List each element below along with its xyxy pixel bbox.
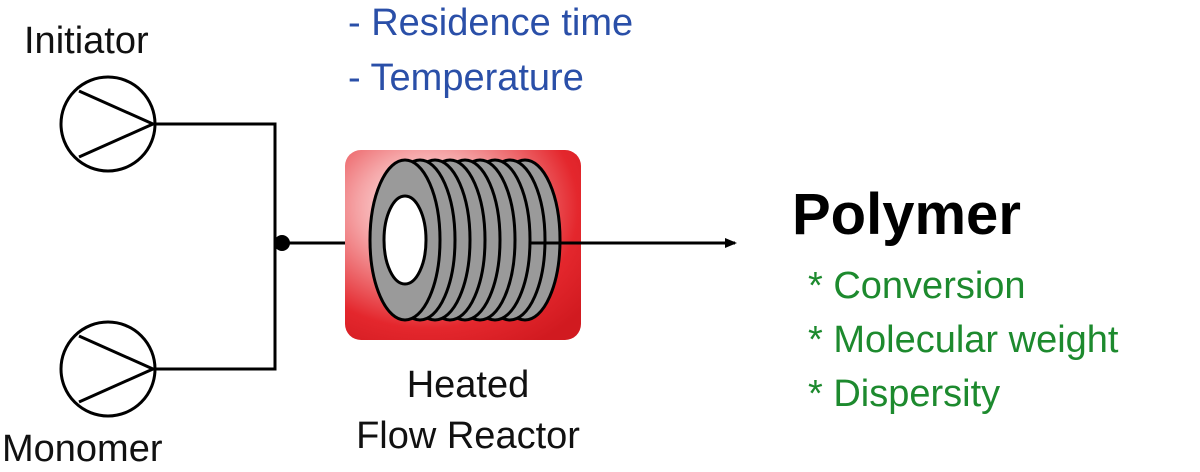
reactor-label-line2: Flow Reactor — [356, 415, 580, 457]
property-dispersity: * Dispersity — [808, 373, 1001, 415]
coil-opening — [382, 194, 428, 286]
property-conversion: * Conversion — [808, 265, 1026, 307]
parameter-temperature: - Temperature — [348, 57, 584, 99]
monomer-pump-icon — [59, 320, 157, 418]
reactor-coil-icon — [368, 158, 562, 322]
reactor-label-line1: Heated — [406, 364, 530, 406]
property-molecular-weight: * Molecular weight — [808, 319, 1119, 361]
initiator-pump-icon — [59, 75, 157, 173]
product-title: Polymer — [792, 182, 1021, 247]
monomer-label: Monomer — [2, 428, 163, 470]
initiator-label: Initiator — [24, 20, 149, 62]
parameter-residence-time: - Residence time — [348, 2, 634, 44]
mixing-junction-dot — [274, 235, 290, 251]
